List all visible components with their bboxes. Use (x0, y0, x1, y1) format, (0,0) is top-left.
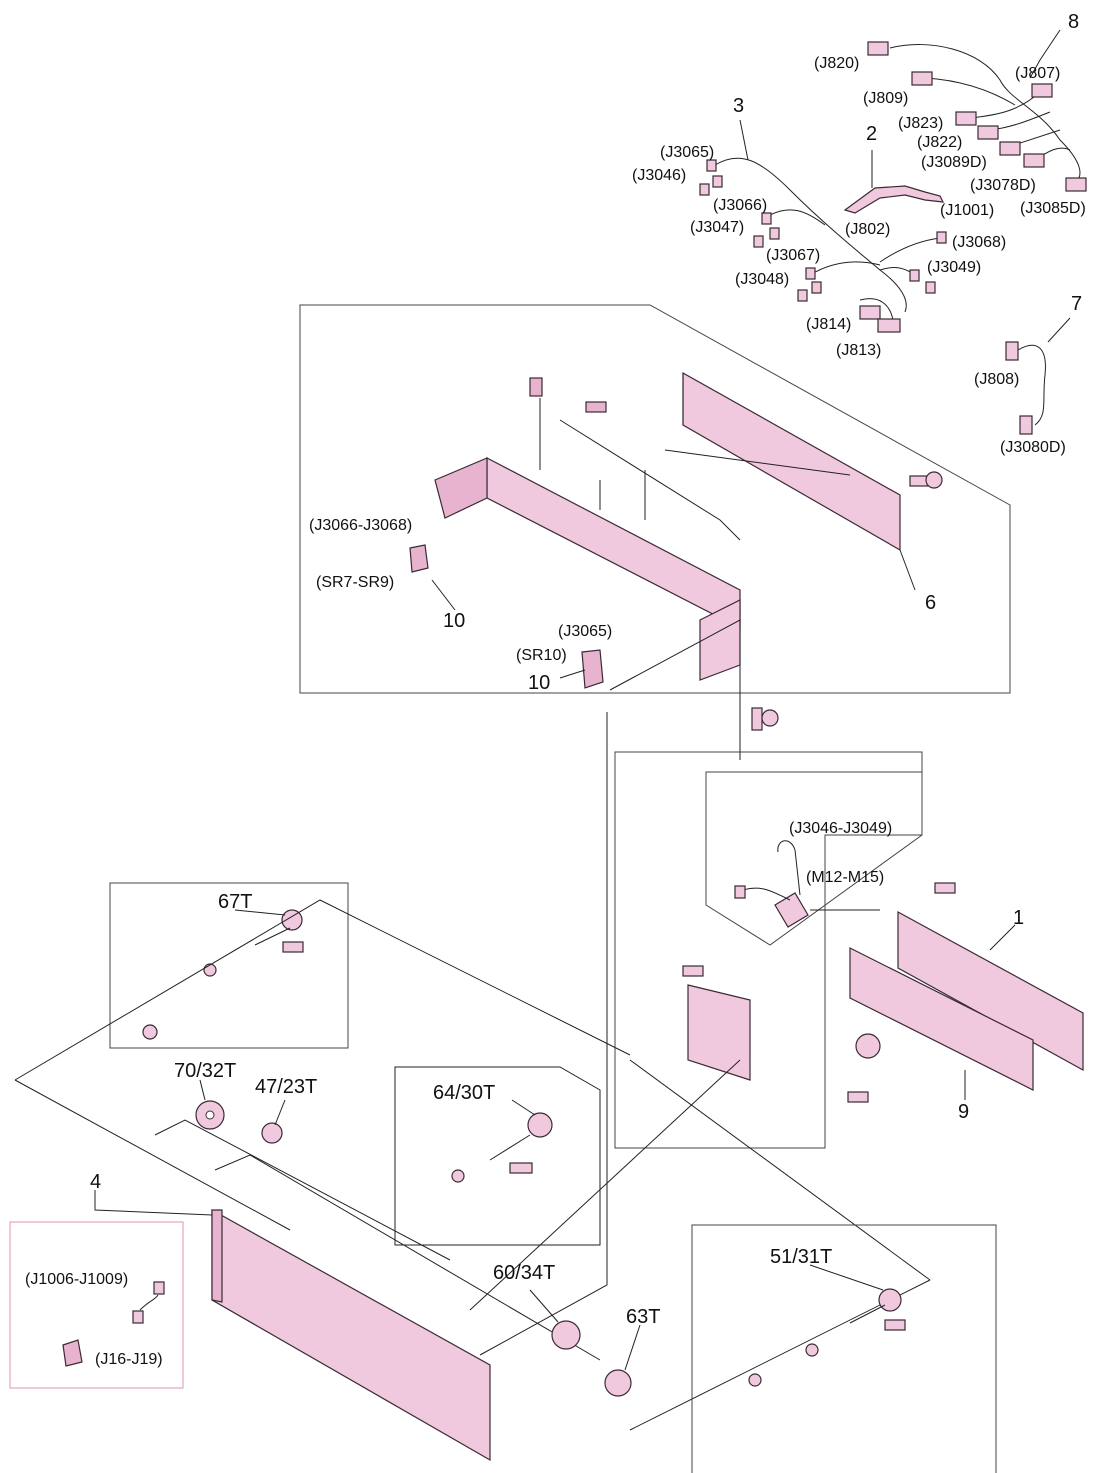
label-j3067: (J3067) (766, 247, 820, 264)
cable-harness-8 (867, 41, 1087, 192)
connector-callout-box (9, 1221, 184, 1389)
label-j3078d: (J3078D) (970, 177, 1036, 194)
callout-2: 2 (866, 123, 877, 145)
label-j3048: (J3048) (735, 271, 789, 288)
callout-1: 1 (1013, 907, 1024, 929)
gear-label-67t: 67T (218, 891, 252, 913)
circuit-board-1 (897, 910, 1084, 1072)
callout-7: 7 (1071, 293, 1082, 315)
assembly-guide-lines (14, 619, 931, 1431)
gear-label-47-23t: 47/23T (255, 1076, 317, 1098)
circuit-board-6 (682, 371, 901, 552)
callout-3: 3 (733, 95, 744, 117)
callout-leaders (94, 29, 1071, 1371)
sensor-bracket (434, 377, 851, 681)
screw-upper-bottom (751, 707, 779, 731)
label-j3066-j3068: (J3066-J3068) (309, 517, 412, 534)
gear-60-34t (551, 1320, 581, 1350)
label-j3049: (J3049) (927, 259, 981, 276)
gear-box-51-31t (691, 1224, 997, 1473)
label-j3046: (J3046) (632, 167, 686, 184)
label-j809: (J809) (863, 90, 908, 107)
label-j823: (J823) (898, 115, 943, 132)
cover-plate-9 (849, 947, 1034, 1091)
callout-4: 4 (90, 1171, 101, 1193)
label-j822: (J822) (917, 134, 962, 151)
gear-box-67t (109, 882, 349, 1049)
label-j802: (J802) (845, 221, 890, 238)
label-j3085d: (J3085D) (1020, 200, 1086, 217)
label-sr10: (SR10) (516, 647, 567, 664)
callout-9: 9 (958, 1101, 969, 1123)
label-m12-m15: (M12-M15) (806, 869, 884, 886)
motor-m12-m15 (734, 840, 809, 928)
label-j813: (J813) (836, 342, 881, 359)
label-j1006-j1009: (J1006-J1009) (25, 1271, 128, 1288)
label-j807: (J807) (1015, 65, 1060, 82)
gear-47-23t (261, 1122, 283, 1144)
photo-sensor-sr7-sr9 (409, 544, 429, 573)
gear-64-30t (451, 1112, 553, 1183)
gear-63t (604, 1369, 632, 1397)
label-j3065-mid: (J3065) (558, 623, 612, 640)
label-j820: (J820) (814, 55, 859, 72)
label-j814: (J814) (806, 316, 851, 333)
upper-assembly-box (299, 304, 1011, 694)
callout-10-b: 10 (528, 672, 550, 694)
motor-mount-plate (687, 984, 751, 1081)
label-j16-j19: (J16-J19) (95, 1351, 163, 1368)
label-j3068: (J3068) (952, 234, 1006, 251)
label-j3047: (J3047) (690, 219, 744, 236)
gear-label-64-30t: 64/30T (433, 1082, 495, 1104)
label-j3066: (J3066) (713, 197, 767, 214)
callout-10-a: 10 (443, 610, 465, 632)
cable-7 (1005, 341, 1046, 435)
label-j3046-j3049: (J3046-J3049) (789, 820, 892, 837)
gear-label-60-34t: 60/34T (493, 1262, 555, 1284)
motor-assembly-box (614, 751, 923, 1149)
gear-label-70-32t: 70/32T (174, 1060, 236, 1082)
callout-6: 6 (925, 592, 936, 614)
label-j3065-top: (J3065) (660, 144, 714, 161)
gear-coupler (855, 1033, 881, 1059)
screw-upper-right (909, 471, 943, 489)
label-j3089d: (J3089D) (921, 154, 987, 171)
callout-8: 8 (1068, 11, 1079, 33)
screw-mid (682, 882, 956, 1103)
label-sr7-sr9: (SR7-SR9) (316, 574, 394, 591)
gear-label-63t: 63T (626, 1306, 660, 1328)
cable-harness-3 (699, 157, 947, 333)
gear-70-32t (195, 1100, 225, 1130)
label-j3080d: (J3080D) (1000, 439, 1066, 456)
side-plate-4 (211, 1208, 491, 1462)
flat-cable-2 (843, 185, 945, 214)
label-j808: (J808) (974, 371, 1019, 388)
label-j1001: (J1001) (940, 202, 994, 219)
photo-sensor-sr10 (581, 649, 604, 689)
gear-label-51-31t: 51/31T (770, 1246, 832, 1268)
